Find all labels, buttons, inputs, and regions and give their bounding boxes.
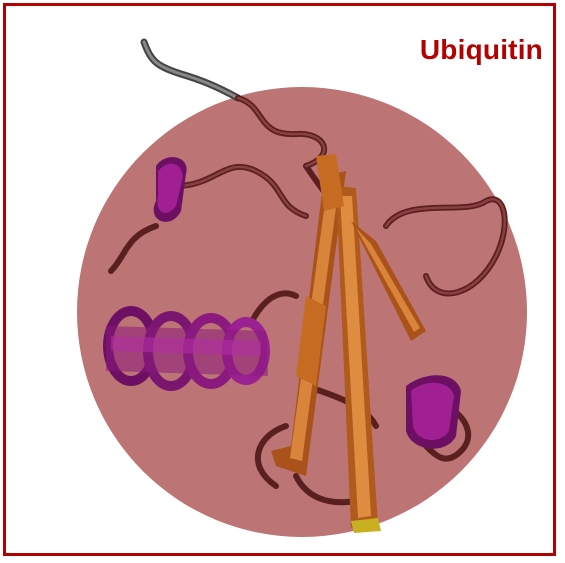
- short-helix-right: [406, 375, 461, 448]
- title-label: Ubiquitin: [420, 34, 543, 66]
- ubiquitin-structure-illustration: [6, 6, 556, 556]
- figure-frame: Ubiquitin: [3, 3, 556, 556]
- alpha-helix: [103, 306, 270, 391]
